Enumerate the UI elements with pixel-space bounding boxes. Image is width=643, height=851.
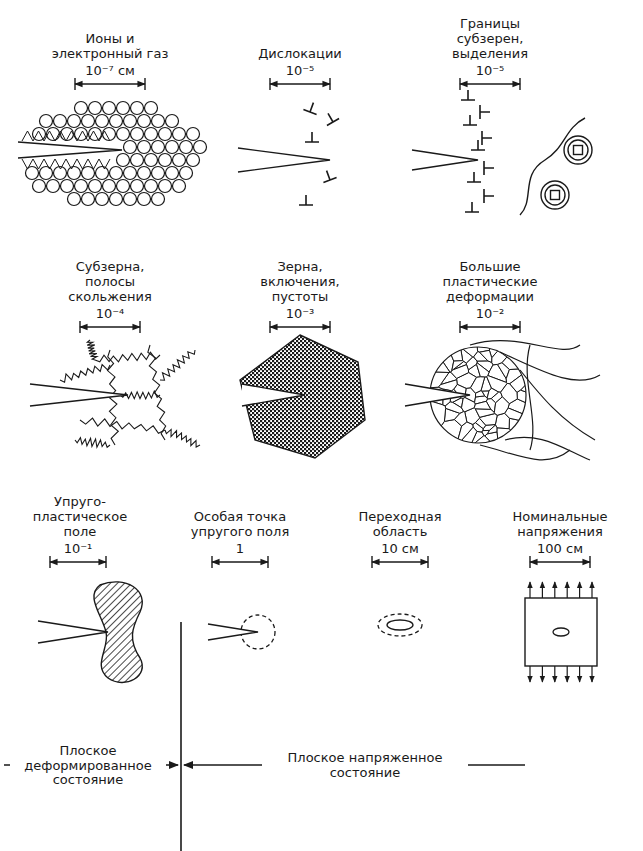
scale-value: 10⁻⁵ bbox=[460, 64, 520, 79]
elastoplastic-zone bbox=[38, 582, 142, 683]
level-label: Номинальные напряжения bbox=[500, 510, 620, 540]
level-label: Особая точка упругого поля bbox=[175, 510, 305, 540]
level-label: Субзерна, полосы скольжения bbox=[55, 260, 165, 305]
level-label: Ионы и электронный газ bbox=[50, 32, 170, 62]
scale-value: 1 bbox=[212, 542, 268, 557]
loaded-plate bbox=[525, 582, 597, 682]
scale-bar bbox=[80, 321, 140, 333]
level-label: Упруго- пластическое поле bbox=[25, 495, 135, 540]
scale-bar bbox=[530, 556, 590, 568]
subgrain-boundary bbox=[412, 90, 592, 215]
plastic-zone bbox=[405, 340, 600, 460]
state-label: Плоское деформированное состояние bbox=[10, 743, 166, 790]
scale-value: 10⁻³ bbox=[270, 307, 330, 322]
scale-bar bbox=[372, 556, 428, 568]
state-divider bbox=[4, 622, 525, 851]
scale-bar bbox=[270, 321, 330, 333]
scale-bar bbox=[75, 78, 145, 90]
scale-value: 100 см bbox=[525, 542, 595, 557]
state-label: Плоское напряженное состояние bbox=[262, 750, 468, 782]
scale-value: 10⁻² bbox=[460, 307, 520, 322]
level-label: Большие пластические деформации bbox=[430, 260, 550, 305]
slip-bands bbox=[30, 340, 200, 447]
level-label: Границы субзерен, выделения bbox=[435, 17, 545, 62]
scale-value: 10⁻⁵ bbox=[270, 64, 330, 79]
scale-bar bbox=[50, 556, 106, 568]
scale-value: 10 см bbox=[370, 542, 430, 557]
scale-bar bbox=[270, 78, 330, 90]
level-label: Зерна, включения, пустоты bbox=[245, 260, 355, 305]
level-label: Дислокации bbox=[240, 47, 360, 62]
grain bbox=[240, 335, 365, 458]
scale-value: 10⁻⁷ см bbox=[70, 64, 150, 79]
level-label: Переходная область bbox=[350, 510, 450, 540]
scale-value: 10⁻¹ bbox=[50, 542, 106, 557]
scale-bar bbox=[460, 78, 520, 90]
scale-bar bbox=[212, 556, 268, 568]
dislocations bbox=[238, 100, 339, 205]
scale-value: 10⁻⁴ bbox=[80, 307, 140, 322]
ion-lattice bbox=[18, 102, 207, 206]
transition-region bbox=[378, 614, 422, 636]
singular-point bbox=[208, 615, 275, 649]
scale-bar bbox=[460, 321, 520, 333]
